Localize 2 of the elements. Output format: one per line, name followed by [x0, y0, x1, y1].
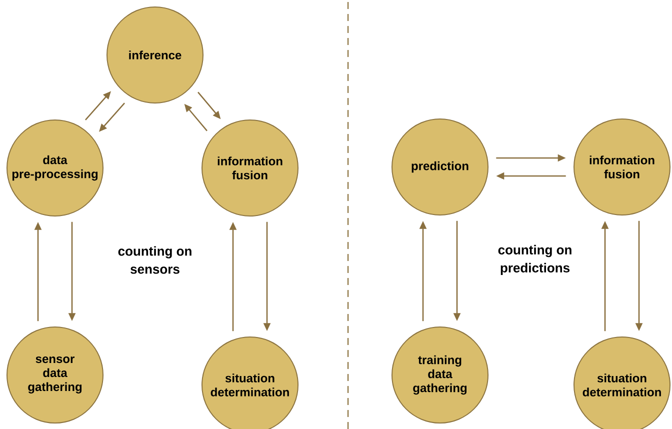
caption-text: counting on sensors [118, 246, 192, 274]
caption-text: counting on predictions [498, 244, 572, 276]
